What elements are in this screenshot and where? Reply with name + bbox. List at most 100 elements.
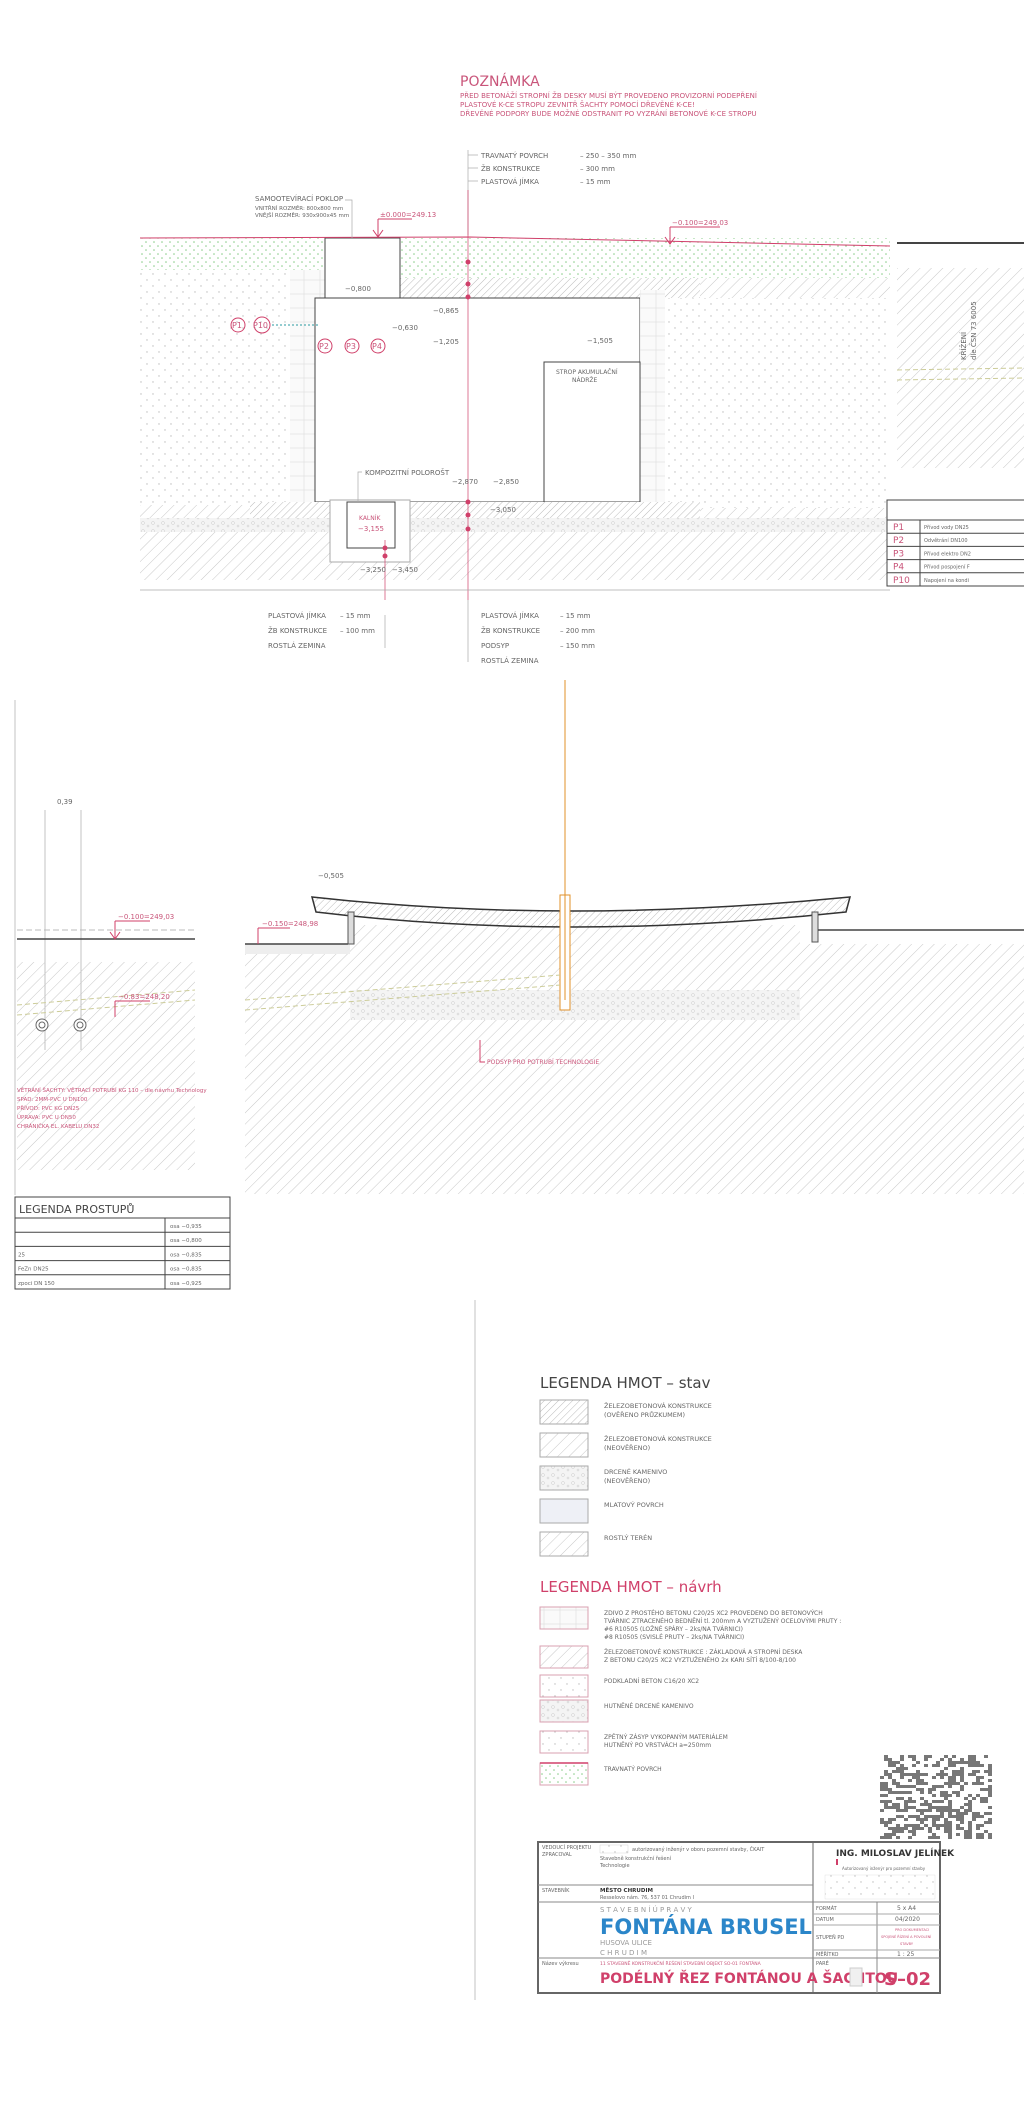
qr-module bbox=[956, 1794, 960, 1797]
qr-module bbox=[916, 1776, 920, 1779]
qr-module bbox=[960, 1815, 964, 1818]
qr-module bbox=[944, 1818, 948, 1821]
qr-module bbox=[968, 1764, 972, 1767]
qr-module bbox=[920, 1779, 924, 1782]
qr-module bbox=[928, 1755, 932, 1758]
qr-module bbox=[904, 1767, 908, 1770]
qr-module bbox=[940, 1770, 944, 1773]
qr-module bbox=[988, 1794, 992, 1797]
qr-module bbox=[948, 1830, 952, 1833]
marker-p4: P4 bbox=[372, 342, 382, 351]
sheet-number: S–02 bbox=[884, 1969, 931, 1990]
hatch-inner-size: VNITŘNÍ ROZMĚR: 800x800 mm bbox=[255, 204, 343, 212]
investor-label: STAVEBNÍK bbox=[542, 1887, 570, 1894]
qr-module bbox=[888, 1818, 892, 1821]
qr-module bbox=[920, 1827, 924, 1830]
qr-module bbox=[932, 1764, 936, 1767]
elevation-label: −3,050 bbox=[490, 506, 516, 514]
qr-module bbox=[892, 1779, 896, 1782]
qr-module bbox=[968, 1773, 972, 1776]
layer-value: – 15 mm bbox=[340, 612, 371, 620]
qr-module bbox=[976, 1833, 980, 1836]
qr-module bbox=[884, 1824, 888, 1827]
qr-module bbox=[920, 1818, 924, 1821]
qr-module bbox=[912, 1827, 916, 1830]
legend-item-text: MLATOVÝ POVRCH bbox=[604, 1500, 664, 1509]
project-street: HUSOVA ULICE bbox=[600, 1939, 652, 1947]
legend-existing: LEGENDA HMOT – stav ŽELEZOBETONOVÁ KONST… bbox=[539, 1374, 712, 1557]
legend-existing-title: LEGENDA HMOT – stav bbox=[540, 1374, 711, 1392]
qr-module bbox=[988, 1818, 992, 1821]
qr-module bbox=[936, 1815, 940, 1818]
qr-module bbox=[956, 1833, 960, 1836]
qr-module bbox=[968, 1806, 972, 1809]
left-note: VĚTRÁNÍ ŠACHTY: VĚTRACÍ POTRUBÍ KG 110 –… bbox=[17, 1086, 207, 1094]
qr-module bbox=[976, 1836, 980, 1839]
qr-module bbox=[912, 1830, 916, 1833]
qr-module bbox=[924, 1809, 928, 1812]
qr-module bbox=[884, 1782, 888, 1785]
qr-module bbox=[916, 1788, 920, 1791]
qr-module bbox=[888, 1800, 892, 1803]
qr-module bbox=[896, 1797, 900, 1800]
elevation-label: −1,205 bbox=[433, 338, 459, 346]
qr-module bbox=[892, 1818, 896, 1821]
section-labels-top: STROP AKUMULAČNÍ NÁDRŽE KOMPOZITNÍ POLOR… bbox=[357, 369, 618, 522]
crossing-label: dle ČSN 73 6005 bbox=[969, 301, 978, 360]
qr-module bbox=[932, 1818, 936, 1821]
qr-module bbox=[948, 1812, 952, 1815]
stage-label: STUPEŇ PD bbox=[816, 1934, 844, 1941]
elevation-label: −2,870 bbox=[452, 478, 478, 486]
legend-swatch bbox=[539, 1606, 589, 1630]
qr-module bbox=[948, 1824, 952, 1827]
drawing-subtitle: 11 STAVEBNĚ KONSTRUKČNÍ ŘEŠENÍ STAVEBNÍ … bbox=[600, 1959, 762, 1967]
qr-module bbox=[896, 1782, 900, 1785]
format-label: FORMÁT bbox=[816, 1905, 838, 1912]
qr-module bbox=[956, 1770, 960, 1773]
qr-module bbox=[924, 1815, 928, 1818]
layer-label: ŽB KONSTRUKCE bbox=[268, 626, 327, 635]
qr-module bbox=[888, 1821, 892, 1824]
hatch-outer-size: VNĚJŠÍ ROZMĚR: 930x900x45 mm bbox=[255, 211, 349, 219]
qr-module bbox=[908, 1836, 912, 1839]
qr-module bbox=[896, 1827, 900, 1830]
drawing-label: Název výkresu bbox=[542, 1960, 579, 1967]
legend-row-value: osa −0,925 bbox=[170, 1281, 202, 1287]
qr-module bbox=[956, 1809, 960, 1812]
qr-module bbox=[896, 1791, 900, 1794]
qr-module bbox=[888, 1776, 892, 1779]
qr-module bbox=[972, 1761, 976, 1764]
qr-module bbox=[884, 1794, 888, 1797]
qr-module bbox=[900, 1785, 904, 1788]
legend-item-text: HUTNĚNÝ PO VRSTVÁCH a=250mm bbox=[604, 1741, 711, 1749]
qr-module bbox=[952, 1764, 956, 1767]
qr-module bbox=[988, 1767, 992, 1770]
qr-module bbox=[928, 1803, 932, 1806]
qr-module bbox=[912, 1758, 916, 1761]
layer-value: – 200 mm bbox=[560, 627, 595, 635]
qr-module bbox=[948, 1803, 952, 1806]
qr-module bbox=[972, 1755, 976, 1758]
qr-module bbox=[952, 1761, 956, 1764]
qr-module bbox=[896, 1830, 900, 1833]
qr-module bbox=[908, 1785, 912, 1788]
qr-module bbox=[928, 1791, 932, 1794]
elevation-label: −0,800 bbox=[345, 285, 371, 293]
qr-module bbox=[980, 1776, 984, 1779]
qr-module bbox=[912, 1806, 916, 1809]
qr-module bbox=[884, 1800, 888, 1803]
qr-module bbox=[900, 1767, 904, 1770]
qr-module bbox=[912, 1773, 916, 1776]
qr-module bbox=[940, 1809, 944, 1812]
qr-module bbox=[912, 1785, 916, 1788]
qr-module bbox=[880, 1836, 884, 1839]
qr-module bbox=[988, 1812, 992, 1815]
crossing-label: KŘÍŽENÍ bbox=[959, 332, 968, 360]
qr-module bbox=[968, 1800, 972, 1803]
qr-module bbox=[952, 1770, 956, 1773]
qr-module bbox=[884, 1836, 888, 1839]
qr-module bbox=[904, 1806, 908, 1809]
qr-module bbox=[980, 1836, 984, 1839]
qr-module bbox=[940, 1812, 944, 1815]
